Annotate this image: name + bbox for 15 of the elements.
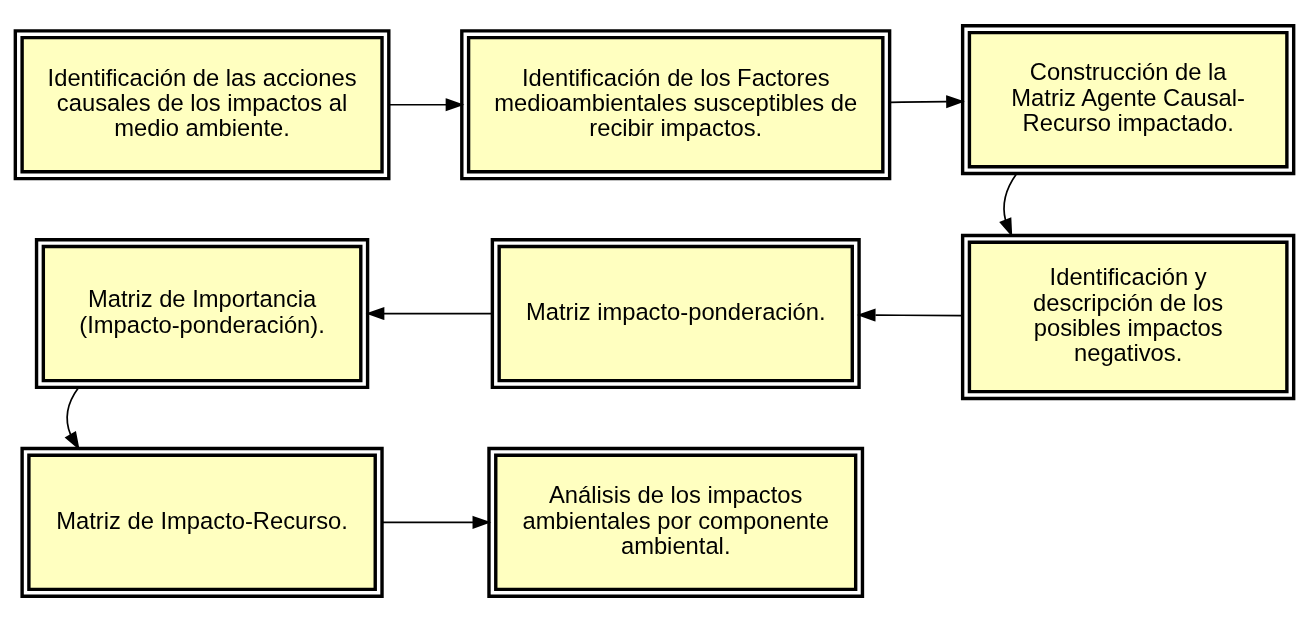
node-box: Análisis de los impactos ambientales por componente ambiental. [487, 446, 865, 598]
node-box: Identificación de los Factores medioambientales susceptibles de recibir impactos. [460, 29, 892, 181]
node-box: Matriz de Importancia (Impacto-ponderación). [34, 238, 370, 390]
arrow [889, 95, 965, 109]
arrow [999, 173, 1018, 237]
arrow [64, 386, 80, 451]
arrow [365, 307, 493, 321]
arrow [856, 308, 964, 322]
arrow [381, 515, 492, 529]
arrow [388, 98, 465, 112]
node-box: Identificación de las acciones causales de los impactos al medio ambiente. [13, 29, 391, 181]
node-box: Identificación y descripción de los posibles impactos negativos. [960, 233, 1296, 401]
node-box: Construcción de la Matriz Agente Causal-Recurso impactado. [960, 24, 1296, 176]
node-box: Matriz de Impacto-Recurso. [20, 446, 384, 598]
node-box: Matriz impacto-ponderación. [490, 238, 861, 390]
